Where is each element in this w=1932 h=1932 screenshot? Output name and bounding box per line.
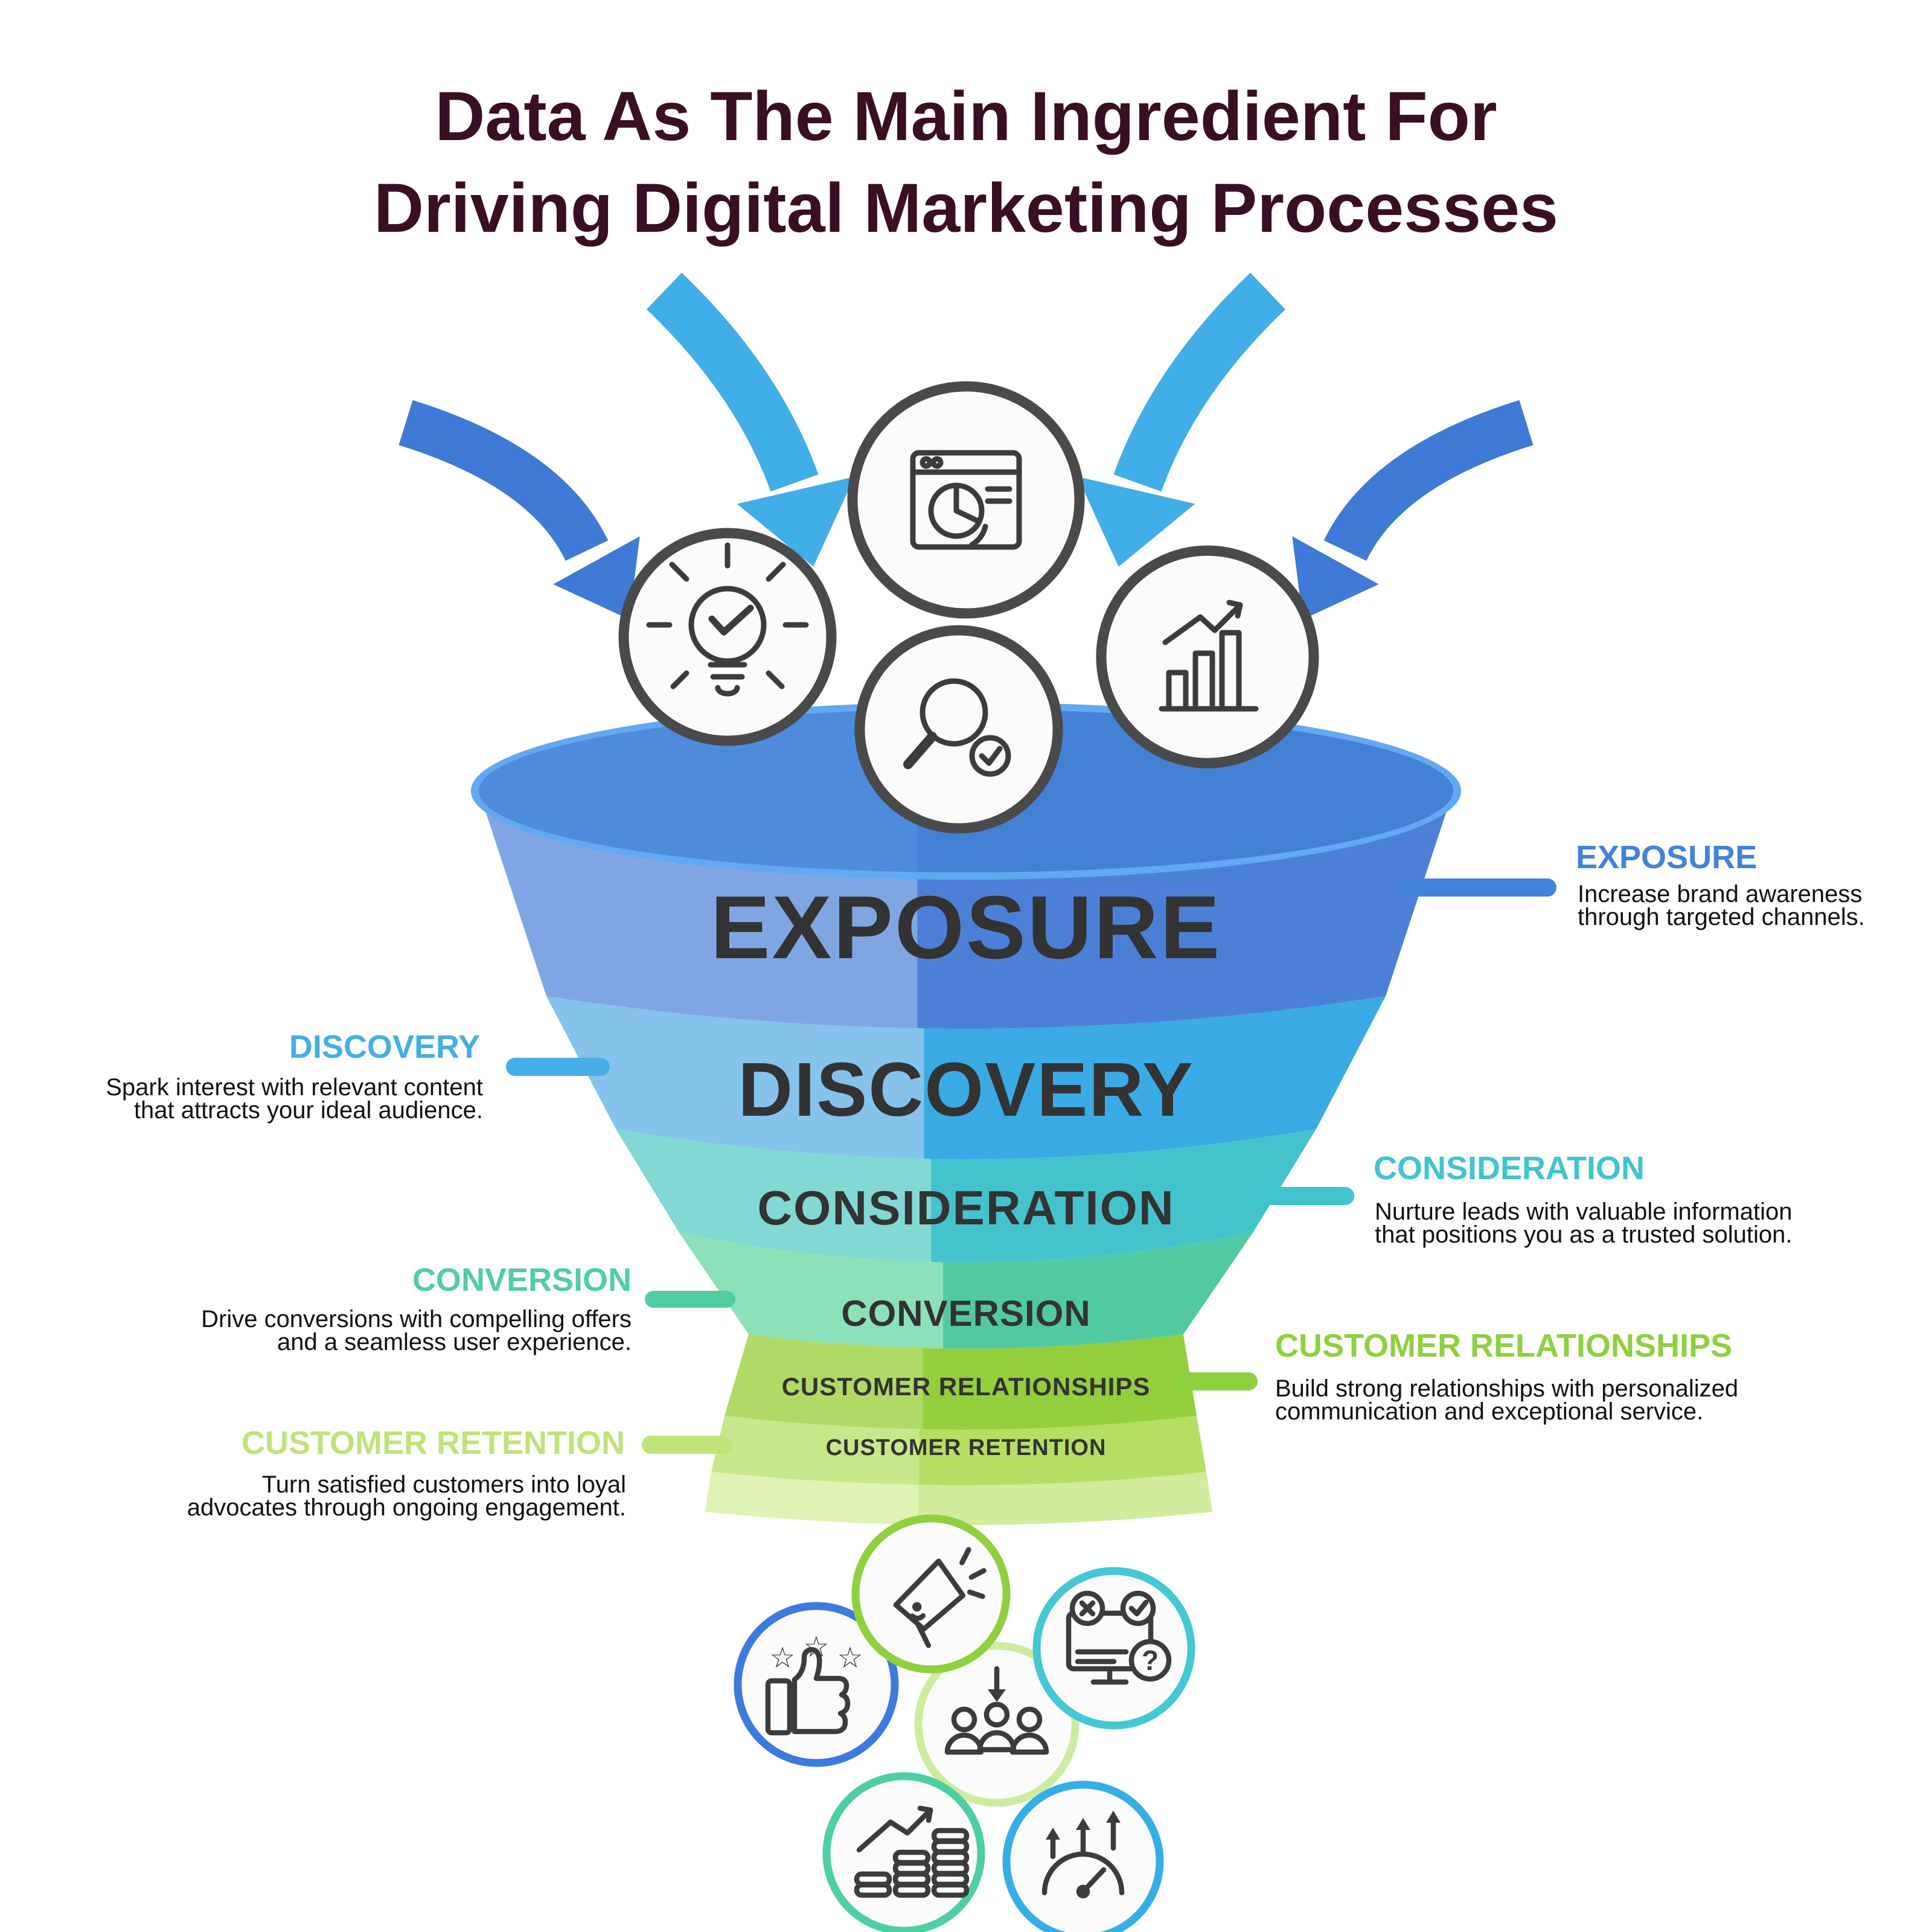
- callout-customer-relationships: CUSTOMER RELATIONSHIPS Build strong rela…: [1174, 1328, 1738, 1425]
- search-verify-magnifier-icon: [854, 625, 1063, 834]
- callout-body-line: that attracts your ideal audience.: [134, 1097, 483, 1124]
- stage-label-exposure: EXPOSURE: [711, 878, 1221, 977]
- marketing-funnel: EXPOSURE DISCOVERY CONSIDERATION CONVERS…: [471, 702, 1461, 1525]
- callout-heading: DISCOVERY: [289, 1029, 480, 1065]
- callout-heading: CONVERSION: [412, 1262, 632, 1298]
- callout-body-line: Turn satisfied customers into loyal: [262, 1471, 626, 1498]
- stage-label-discovery: DISCOVERY: [738, 1047, 1194, 1132]
- stage-label-customer-retention: CUSTOMER RETENTION: [826, 1435, 1107, 1460]
- title-line-2: Driving Digital Marketing Processes: [374, 170, 1558, 247]
- stage-label-conversion: CONVERSION: [841, 1293, 1090, 1334]
- callout-conversion: CONVERSION Drive conversions with compel…: [201, 1262, 735, 1355]
- idea-lightbulb-check-icon: [618, 528, 837, 746]
- arrow-right-inner: [1113, 272, 1286, 492]
- question-mark-glyph: ?: [1142, 1645, 1159, 1676]
- callout-connector: [645, 1291, 735, 1308]
- icon-circle: [854, 625, 1063, 834]
- bottom-icon-bubbles: ☆ ☆ ☆ ?: [734, 1514, 1195, 1932]
- feedback-qa-monitor-icon: ?: [1032, 1567, 1195, 1730]
- callout-body-line: through targeted channels.: [1578, 904, 1865, 930]
- icon-circle: [734, 1602, 899, 1767]
- title-line-1: Data As The Main Ingredient For: [435, 78, 1497, 155]
- growth-bar-chart-icon: [1096, 545, 1319, 769]
- callout-body-line: Increase brand awareness: [1578, 881, 1862, 907]
- revenue-coins-growth-icon: [822, 1772, 985, 1932]
- callout-body-line: that positions you as a trusted solution…: [1375, 1221, 1793, 1248]
- callout-body-line: Spark interest with relevant content: [106, 1074, 483, 1101]
- callout-connector: [1259, 1187, 1354, 1205]
- page-title: Data As The Main Ingredient For Driving …: [374, 78, 1558, 247]
- megaphone-promotion-icon: [851, 1514, 1011, 1674]
- callout-heading: CUSTOMER RELATIONSHIPS: [1275, 1328, 1732, 1364]
- callouts: EXPOSURE Increase brand awareness throug…: [106, 839, 1865, 1521]
- icon-circle: [618, 528, 837, 746]
- callout-body-line: Nurture leads with valuable information: [1375, 1198, 1792, 1225]
- thumbs-up-rating-icon: ☆ ☆ ☆: [734, 1602, 899, 1767]
- callout-exposure: EXPOSURE Increase brand awareness throug…: [1395, 839, 1865, 930]
- arrow-left-outer: [398, 400, 609, 561]
- callout-body-line: and a seamless user experience.: [277, 1329, 632, 1355]
- star-icon: ☆: [803, 1631, 829, 1663]
- callout-heading: CUSTOMER RETENTION: [242, 1425, 625, 1461]
- callout-connector: [1174, 1372, 1258, 1390]
- arrow-left-outer-head-icon: [553, 536, 640, 619]
- callout-consideration: CONSIDERATION Nurture leads with valuabl…: [1259, 1150, 1793, 1248]
- inflow-arrows: [398, 272, 1534, 619]
- icon-circle: [851, 1514, 1011, 1674]
- callout-connector: [642, 1436, 732, 1454]
- callout-body-line: communication and exceptional service.: [1275, 1398, 1703, 1425]
- audience-segmentation-icon: [914, 1642, 1080, 1807]
- stage-band-customer-relationships: [724, 1334, 1197, 1430]
- top-icon-bubbles: [618, 381, 1319, 834]
- star-icon: ☆: [837, 1642, 863, 1674]
- callout-heading: CONSIDERATION: [1374, 1150, 1645, 1186]
- icon-circle: [1002, 1780, 1164, 1932]
- arrow-left-inner: [646, 272, 819, 492]
- stage-band-consideration: [616, 1129, 1316, 1262]
- stage-band-conversion: [679, 1233, 1253, 1349]
- stage-band-exposure: [479, 791, 1453, 1029]
- stage-label-customer-relationships: CUSTOMER RELATIONSHIPS: [782, 1372, 1151, 1401]
- callout-connector: [1395, 878, 1556, 897]
- icon-circle: [1032, 1567, 1195, 1730]
- arrow-left-inner-head-icon: [737, 476, 855, 567]
- performance-speedometer-icon: [1002, 1780, 1164, 1932]
- funnel-base-strip: [705, 1472, 1212, 1525]
- callout-heading: EXPOSURE: [1576, 839, 1757, 875]
- star-icon: ☆: [769, 1642, 795, 1674]
- callout-body-line: advocates through ongoing engagement.: [187, 1494, 626, 1521]
- stage-label-consideration: CONSIDERATION: [757, 1181, 1174, 1235]
- arrow-right-outer: [1323, 400, 1534, 561]
- callout-customer-retention: CUSTOMER RETENTION Turn satisfied custom…: [187, 1425, 732, 1521]
- callout-body-line: Build strong relationships with personal…: [1275, 1375, 1738, 1402]
- icon-circle: [847, 381, 1085, 619]
- callout-connector: [506, 1058, 610, 1076]
- stage-band-customer-retention: [711, 1416, 1206, 1485]
- stage-band-discovery: [546, 996, 1386, 1159]
- icon-circle: [1096, 545, 1319, 769]
- arrow-right-outer-head-icon: [1292, 536, 1379, 619]
- arrow-right-inner-head-icon: [1077, 476, 1195, 567]
- callout-body-line: Drive conversions with compelling offers: [201, 1306, 632, 1332]
- browser-analytics-pie-icon: [847, 381, 1085, 619]
- callout-discovery: DISCOVERY Spark interest with relevant c…: [106, 1029, 610, 1124]
